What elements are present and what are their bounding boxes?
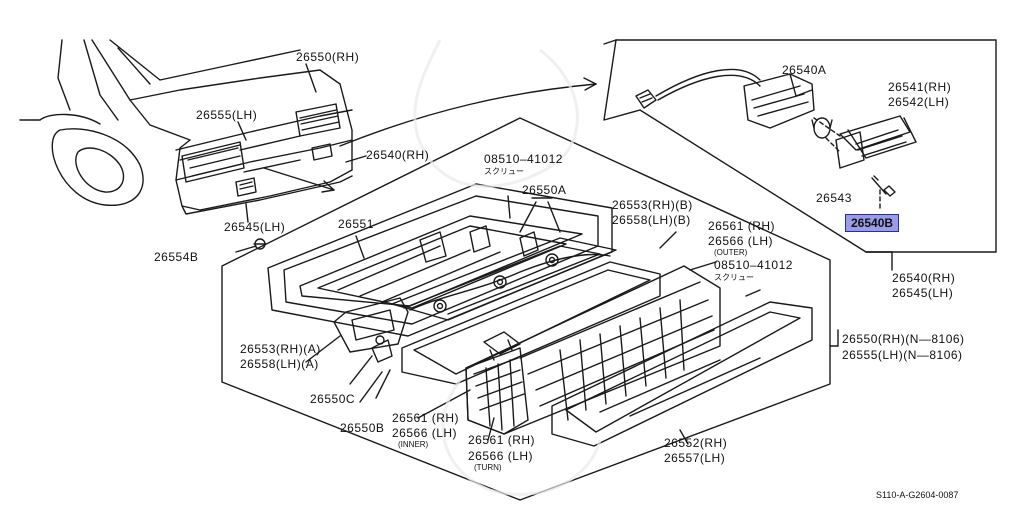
car-rear-illustration xyxy=(19,39,353,215)
label-26543: 26543 xyxy=(816,191,852,205)
label-26558-lh-a: 26558(LH)(A) xyxy=(240,357,319,371)
label-26555-lh: 26555(LH) xyxy=(196,108,258,122)
label-26545-lh: 26545(LH) xyxy=(224,220,286,234)
label-inset-26545-lh: 26545(LH) xyxy=(892,286,954,300)
label-26566-lh-turn: 26566 (LH) xyxy=(468,449,534,463)
label-turn-note: (TURN) xyxy=(474,463,502,472)
highlighted-part-26540b[interactable]: 26540B xyxy=(845,214,900,232)
label-26561-rh-turn: 26561 (RH) xyxy=(468,433,536,447)
label-26550c: 26550C xyxy=(310,392,356,406)
label-26550-rh: 26550(RH) xyxy=(296,50,360,64)
label-26550a: 26550A xyxy=(522,183,567,197)
label-outer-note: (OUTER) xyxy=(714,248,748,257)
label-26558-lh-b: 26558(LH)(B) xyxy=(612,213,691,227)
label-26561-rh-inner: 26561 (RH) xyxy=(392,411,460,425)
label-26550-rh-n8106: 26550(RH)(N—8106) xyxy=(842,332,965,346)
label-26566-lh-inner: 26566 (LH) xyxy=(392,426,458,440)
label-26542-lh: 26542(LH) xyxy=(888,95,950,109)
label-26540-rh: 26540(RH) xyxy=(366,148,430,162)
label-inner-note: (INNER) xyxy=(398,440,429,449)
label-screw-note-right: スクリュー xyxy=(714,273,754,282)
label-inset-26540-rh: 26540(RH) xyxy=(892,271,956,285)
label-26550b: 26550B xyxy=(340,421,385,435)
label-26566-lh-outer: 26566 (LH) xyxy=(708,234,774,248)
footer-code: S110-A-G2604-0087 xyxy=(876,490,959,500)
label-26555-lh-n8106: 26555(LH)(N—8106) xyxy=(842,348,963,362)
label-26540a: 26540A xyxy=(782,63,827,77)
label-screw-08510-top: 08510–41012 xyxy=(484,152,563,166)
label-screw-note-top: スクリュー xyxy=(484,167,524,176)
label-26541-rh: 26541(RH) xyxy=(888,80,952,94)
label-screw-08510-right: 08510–41012 xyxy=(714,258,793,272)
label-26557-lh: 26557(LH) xyxy=(664,451,726,465)
label-26554b: 26554B xyxy=(154,250,199,264)
label-26553-rh-b: 26553(RH)(B) xyxy=(612,198,693,212)
label-26553-rh-a: 26553(RH)(A) xyxy=(240,342,321,356)
label-26561-rh-outer: 26561 (RH) xyxy=(708,219,776,233)
label-26552-rh: 26552(RH) xyxy=(664,436,728,450)
label-26551: 26551 xyxy=(338,217,374,231)
